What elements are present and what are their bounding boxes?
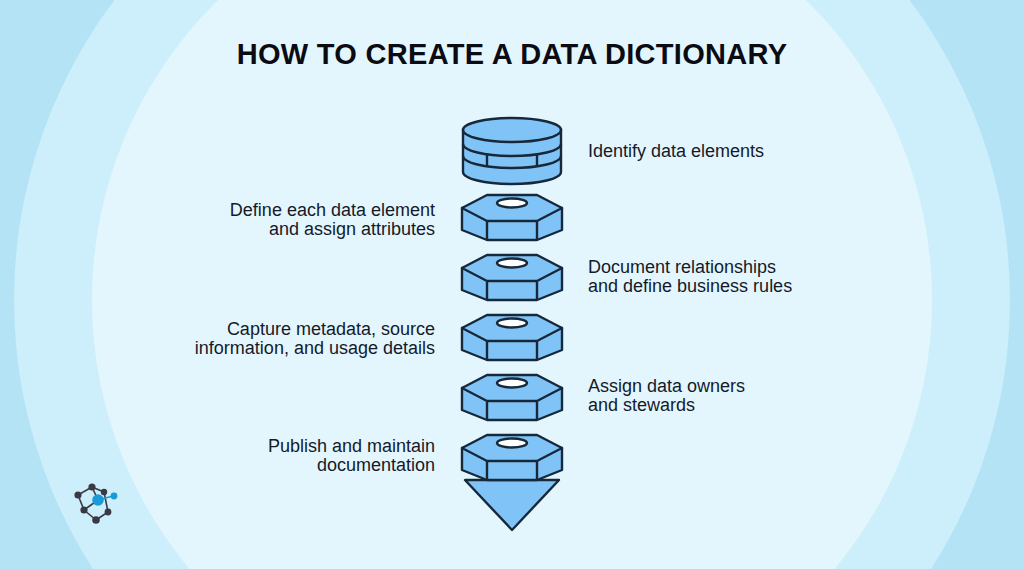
nut-hole xyxy=(497,319,527,328)
logo-dot xyxy=(93,495,103,505)
node-shape xyxy=(462,116,562,188)
cylinder-seam xyxy=(487,154,537,166)
step-label: Define each data element and assign attr… xyxy=(200,201,435,239)
diagram-title: HOW TO CREATE A DATA DICTIONARY xyxy=(0,38,1024,71)
nut-hole xyxy=(497,199,527,208)
step-label: Capture metadata, source information, an… xyxy=(160,320,435,358)
nut-edge xyxy=(487,461,537,480)
hex-nut-step: Document relationships and define busine… xyxy=(462,255,562,307)
nut-edge xyxy=(487,401,537,420)
cylinder-top xyxy=(463,118,561,142)
outer-circle xyxy=(14,0,1010,569)
nut-top xyxy=(462,435,562,461)
logo-dot xyxy=(102,490,107,495)
nut-hole xyxy=(497,379,527,388)
logo-dot xyxy=(105,509,110,514)
nut-top xyxy=(462,315,562,341)
pencil-tip xyxy=(465,480,559,530)
nut-edge xyxy=(487,281,537,300)
nut-top xyxy=(462,255,562,281)
logo-dot xyxy=(89,484,95,490)
node-shape xyxy=(462,315,562,367)
logo-dot xyxy=(111,493,116,498)
node-shape xyxy=(462,195,562,247)
logo-dot xyxy=(81,507,87,513)
nut-top xyxy=(462,375,562,401)
hex-nut-step: Assign data owners and stewards xyxy=(462,375,562,427)
nut-edge xyxy=(487,341,537,360)
step-label: Publish and maintain documentation xyxy=(235,437,435,475)
step-label: Identify data elements xyxy=(588,142,848,161)
nut-top xyxy=(462,195,562,221)
nut-edge xyxy=(487,221,537,240)
hex-nut-step: Define each data element and assign attr… xyxy=(462,195,562,247)
node-shape xyxy=(462,375,562,427)
step-label: Assign data owners and stewards xyxy=(588,377,776,415)
hex-nut-step: Capture metadata, source information, an… xyxy=(462,315,562,367)
step-label: Document relationships and define busine… xyxy=(588,258,810,296)
node-shape xyxy=(462,435,562,532)
logo-icon xyxy=(75,484,116,523)
hex-nut-step: Publish and maintain documentation xyxy=(462,435,562,532)
logo-dot xyxy=(75,492,81,498)
node-shape xyxy=(462,255,562,307)
database-cylinder: Identify data elements xyxy=(462,116,562,188)
nut-hole xyxy=(497,439,527,448)
cylinder-band xyxy=(463,144,561,168)
inner-circle xyxy=(92,0,932,569)
nut-hole xyxy=(497,259,527,268)
logo-dot xyxy=(93,517,99,523)
